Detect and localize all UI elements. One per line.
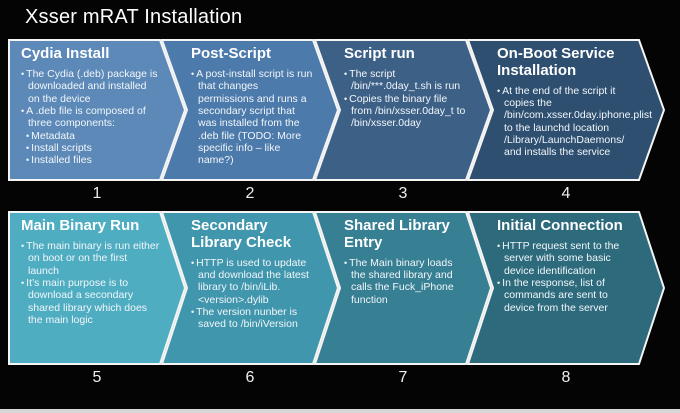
bullet-item: HTTP request sent to the server with som… bbox=[497, 240, 635, 277]
process-step-7: Shared Library Entry The Main binary loa… bbox=[314, 211, 492, 365]
step-number: 3 bbox=[398, 185, 408, 202]
step-number: 6 bbox=[245, 369, 255, 386]
bullet-item: A .deb file is composed of three compone… bbox=[21, 105, 160, 130]
step-number: 4 bbox=[561, 185, 571, 202]
page-title: Xsser mRAT Installation bbox=[25, 6, 243, 28]
process-step-8: Initial Connection HTTP request sent to … bbox=[467, 211, 665, 365]
bullet-item: The version nunber is saved to /bin/iVer… bbox=[191, 306, 313, 331]
step-title: Main Binary Run bbox=[21, 217, 140, 234]
bullet-item: The script /bin/***.0day_t.sh is run bbox=[344, 68, 466, 93]
process-step-5: Main Binary Run The main binary is run e… bbox=[8, 211, 186, 365]
step-bullets: At the end of the script it copies the /… bbox=[497, 85, 652, 159]
bullet-item: HTTP is used to update and download the … bbox=[191, 257, 313, 307]
step-number-row-top: 1 2 3 4 bbox=[8, 185, 665, 203]
step-bullets: The Main binary loads the shared library… bbox=[344, 257, 466, 307]
step-bullets: The main binary is run either on boot or… bbox=[21, 240, 160, 327]
bullet-item: In the response, list of commands are se… bbox=[497, 277, 635, 314]
step-title: On-Boot Service Installation bbox=[497, 45, 615, 79]
process-row-bottom: Main Binary Run The main binary is run e… bbox=[8, 211, 665, 365]
bullet-item: The Cydia (.deb) package is downloaded a… bbox=[21, 68, 160, 105]
bullet-item: Copies the binary file from /bin/xsser.0… bbox=[344, 93, 466, 130]
step-number: 8 bbox=[561, 369, 571, 386]
step-number: 5 bbox=[92, 369, 102, 386]
process-step-6: Secondary Library Check HTTP is used to … bbox=[161, 211, 339, 365]
bullet-item: The main binary is run either on boot or… bbox=[21, 240, 160, 277]
process-step-3: Script run The script /bin/***.0day_t.sh… bbox=[314, 39, 492, 181]
step-number: 7 bbox=[398, 369, 408, 386]
process-step-2: Post-Script A post-install script is run… bbox=[161, 39, 339, 181]
bullet-item: A post-install script is run that change… bbox=[191, 68, 313, 167]
bullet-item: The Main binary loads the shared library… bbox=[344, 257, 466, 307]
step-bullets: A post-install script is run that change… bbox=[191, 68, 313, 167]
step-bullets: HTTP request sent to the server with som… bbox=[497, 240, 635, 314]
step-title: Secondary Library Check bbox=[191, 217, 292, 251]
bullet-item: Installed files bbox=[26, 154, 160, 166]
bullet-item: Install scripts bbox=[26, 142, 160, 154]
process-step-1: Cydia Install The Cydia (.deb) package i… bbox=[8, 39, 186, 181]
step-title: Post-Script bbox=[191, 45, 272, 62]
step-bullets: The script /bin/***.0day_t.sh is run Cop… bbox=[344, 68, 466, 130]
step-bullets: HTTP is used to update and download the … bbox=[191, 257, 313, 331]
step-number: 1 bbox=[92, 185, 102, 202]
step-number-row-bottom: 5 6 7 8 bbox=[8, 369, 665, 387]
bullet-item: Metadata bbox=[26, 130, 160, 142]
step-title: Script run bbox=[344, 45, 415, 62]
step-number: 2 bbox=[245, 185, 255, 202]
step-bullets: The Cydia (.deb) package is downloaded a… bbox=[21, 68, 160, 167]
bullet-item: It’s main purpose is to download a secon… bbox=[21, 277, 160, 327]
process-row-top: Cydia Install The Cydia (.deb) package i… bbox=[8, 39, 665, 181]
step-title: Shared Library Entry bbox=[344, 217, 450, 251]
process-step-4: On-Boot Service Installation At the end … bbox=[467, 39, 665, 181]
step-title: Initial Connection bbox=[497, 217, 623, 234]
step-title: Cydia Install bbox=[21, 45, 110, 62]
bottom-edge-strip bbox=[0, 409, 680, 413]
bullet-item: At the end of the script it copies the /… bbox=[497, 85, 652, 159]
